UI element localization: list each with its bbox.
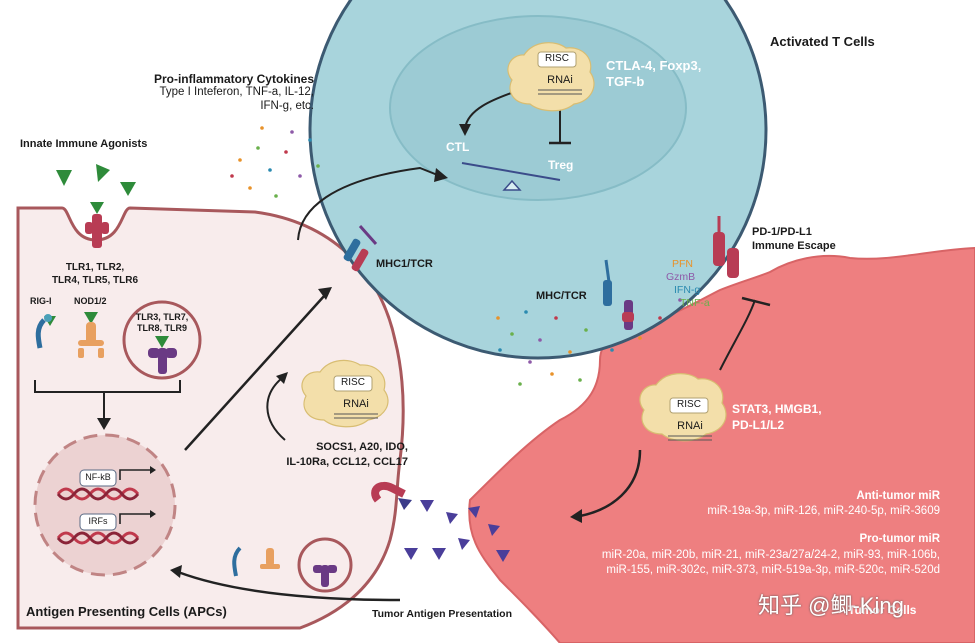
rig-i-label: RIG-I xyxy=(30,296,52,306)
pd1-line2: Immune Escape xyxy=(752,240,836,252)
tlr-endo-line1: TLR3, TLR7, xyxy=(135,312,189,322)
mhc1-tcr-label: MHC1/TCR xyxy=(376,258,433,270)
anti-tumor-title: Anti-tumor miR xyxy=(856,490,940,502)
tnfa-label: TNF-a xyxy=(680,297,710,309)
transcription-arrowhead-1 xyxy=(150,466,156,474)
stat3-line1: STAT3, HMGB1, xyxy=(732,402,822,416)
pfn-label: PFN xyxy=(672,258,693,270)
cytokines-line1: Type I Inteferon, TNF-a, IL-12, xyxy=(159,86,314,98)
pro-tumor-title: Pro-tumor miR xyxy=(859,533,941,545)
rnai-label-tcell: RNAi xyxy=(547,74,573,86)
nfkb-box xyxy=(79,469,117,487)
gzmb-label: GzmB xyxy=(666,271,696,283)
apc-to-tcell-arrowhead xyxy=(318,287,332,300)
ctla4-label: CTLA-4, Foxp3, xyxy=(606,58,702,73)
stat3-line2: PD-L1/L2 xyxy=(732,418,785,432)
lower-receptors xyxy=(232,546,337,587)
tlr-surface-receptor xyxy=(85,214,109,248)
cytotoxic-dots xyxy=(496,298,682,386)
rnai-strand-apc xyxy=(334,413,378,419)
transcription-arrowhead-2 xyxy=(150,510,156,518)
rnai-label-tumor: RNAi xyxy=(677,420,703,432)
mhc1-tcr-receptor xyxy=(343,225,378,272)
transcription-arrow-2 xyxy=(119,513,150,524)
irfs-label: IRFs xyxy=(88,516,108,526)
socs-line2: IL-10Ra, CCL12, CCL17 xyxy=(286,456,408,468)
pdl1-inhibit-line xyxy=(719,299,756,371)
tumor-mir-arrow xyxy=(579,449,642,518)
apc-to-tcell-arrow xyxy=(184,294,326,451)
socs-arrowhead xyxy=(276,372,288,384)
pro-tumor-line2: miR-155, miR-302c, miR-373, miR-519a-3p,… xyxy=(606,564,940,576)
mhc-tcr-receptor xyxy=(603,259,634,330)
nod-label: NOD1/2 xyxy=(74,296,107,306)
cytokines-line2: IFN-g, etc. xyxy=(260,100,314,112)
tgfb-label: TGF-b xyxy=(606,74,645,89)
rnai-strand-tumor xyxy=(668,435,712,441)
tumor-cell xyxy=(468,246,975,643)
cytokine-dots xyxy=(230,126,320,198)
pd1-line1: PD-1/PD-L1 xyxy=(752,226,812,238)
dna-helix-irfs xyxy=(56,531,140,545)
socs-line1: SOCS1, A20, IDO, xyxy=(316,441,408,453)
ctl-label: CTL xyxy=(446,140,470,154)
risc-apc-box xyxy=(333,375,373,392)
mhc-apc-receptor xyxy=(371,481,412,510)
apc-label: Antigen Presenting Cells (APCs) xyxy=(26,604,227,619)
endosomal-tlr xyxy=(148,348,177,374)
risc-tcell-box xyxy=(537,51,577,68)
transcription-arrow-1 xyxy=(119,469,150,480)
endosome-agonist xyxy=(155,336,169,348)
treg-label: Treg xyxy=(548,158,574,172)
tumor-antigen-label: Tumor Antigen Presentation xyxy=(372,608,513,620)
ctl-treg-balance-beam xyxy=(461,162,561,181)
dna-helix-nfkb xyxy=(56,487,140,501)
pro-tumor-line1: miR-20a, miR-20b, miR-21, miR-23a/27a/24… xyxy=(601,549,940,561)
socs-arrow xyxy=(266,377,286,441)
tumor-mir-arrowhead xyxy=(570,509,582,523)
tumor-cells-label: Tumor Cells xyxy=(848,603,917,617)
risc-label-tumor: RISC xyxy=(677,399,701,410)
irfs-box xyxy=(79,513,117,531)
tlr-line1: TLR1, TLR2, xyxy=(65,262,125,273)
tlr-endo-line2: TLR8, TLR9 xyxy=(136,323,187,333)
tumor-antigens xyxy=(404,500,510,562)
risc-label-tcell: RISC xyxy=(545,53,569,64)
anti-tumor-list: miR-19a-3p, miR-126, miR-240-5p, miR-360… xyxy=(707,505,940,517)
pd1-pdl1-receptor xyxy=(713,216,739,278)
signal-bracket xyxy=(34,380,181,393)
antigen-return-arrowhead xyxy=(170,565,182,578)
activated-t-cells-label: Activated T Cells xyxy=(770,34,875,49)
cytokine-arrow xyxy=(297,166,441,241)
nod-receptor xyxy=(78,322,104,358)
watermark: 知乎 @鲫-King xyxy=(758,593,904,618)
risc-tumor-box xyxy=(669,397,709,414)
risc-to-ctl-arrowhead xyxy=(459,124,471,136)
mhc-tcr-label: MHC/TCR xyxy=(536,290,587,302)
antigen-return-arrow xyxy=(177,570,401,602)
balance-fulcrum xyxy=(502,179,522,191)
ifng-label: IFN-g xyxy=(674,284,701,296)
risc-label-apc: RISC xyxy=(341,377,365,388)
tlr-line2: TLR4, TLR5, TLR6 xyxy=(51,275,139,286)
cytokine-arrowhead xyxy=(434,168,448,182)
rnai-label-apc: RNAi xyxy=(343,398,369,410)
rnai-strand-tcell xyxy=(538,89,582,95)
apc-nucleus xyxy=(33,433,177,577)
nfkb-label: NF-kB xyxy=(85,472,111,482)
pdl1-inhibit-bar xyxy=(741,296,771,307)
rig-i-receptor xyxy=(35,314,52,349)
innate-agonists-label: Innate Immune Agonists xyxy=(20,138,148,150)
bracket-arrowhead xyxy=(97,418,111,430)
cytokines-title: Pro-inflammatory Cytokines xyxy=(153,72,314,86)
